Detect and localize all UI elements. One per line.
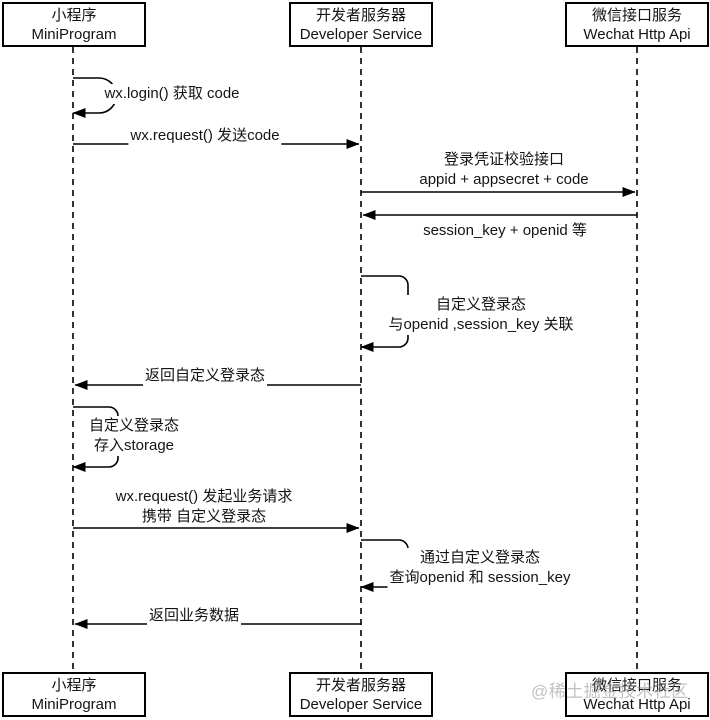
message-line: 返回自定义登录态 [144,367,266,384]
message-label-query-openid: 通过自定义登录态 查询openid 和 session_key [387,548,573,588]
participant-label-zh: 小程序 [51,676,97,694]
message-line: session_key + openid 等 [423,222,587,239]
message-label-send-code: wx.request() 发送code [128,126,282,146]
message-line: wx.request() 发送code [130,127,280,144]
participant-label-en: Developer Service [299,695,423,713]
participant-label-zh: 开发者服务器 [315,676,406,694]
participant-label-zh: 开发者服务器 [315,6,406,24]
message-line: 存入storage [93,437,175,454]
message-line: 自定义登录态 [435,296,526,313]
message-label-return-business-data: 返回业务数据 [146,606,242,626]
message-line: 通过自定义登录态 [419,549,540,566]
participant-top-miniprogram: 小程序 MiniProgram [2,2,146,47]
participant-label-zh: 小程序 [51,6,97,24]
participant-top-wechat-api: 微信接口服务 Wechat Http Api [565,2,709,47]
watermark: @稀土掘金技术社区 [531,682,689,701]
message-label-store-storage: 自定义登录态 存入storage [86,416,182,456]
participant-bottom-miniprogram: 小程序 MiniProgram [2,672,146,717]
participant-label-en: Wechat Http Api [583,25,691,43]
participant-bottom-developer-service: 开发者服务器 Developer Service [289,672,433,717]
message-line: wx.login() 获取 code [104,85,240,102]
message-line: 返回业务数据 [148,607,240,624]
message-label-wx-login: wx.login() 获取 code [102,84,242,104]
message-label-login-check: 登录凭证校验接口 appid + appsecret + code [417,150,591,190]
message-line: 自定义登录态 [88,417,180,434]
message-line: appid + appsecret + code [419,171,589,188]
message-line: 携带 自定义登录态 [141,508,267,525]
participant-label-zh: 微信接口服务 [591,6,682,24]
participant-label-en: Developer Service [299,25,423,43]
message-line: 登录凭证校验接口 [443,151,565,168]
message-line: wx.request() 发起业务请求 [115,488,293,505]
participant-label-en: MiniProgram [31,695,117,713]
participant-label-en: Wechat Http Api [583,695,691,713]
participant-bottom-wechat-api: 微信接口服务 Wechat Http Api [565,672,709,717]
message-line: 与openid ,session_key 关联 [388,316,574,333]
message-label-business-request: wx.request() 发起业务请求 携带 自定义登录态 [113,487,295,527]
message-label-return-login-state: 返回自定义登录态 [142,366,268,386]
message-label-session-key: session_key + openid 等 [421,221,589,241]
message-label-custom-login-state: 自定义登录态 与openid ,session_key 关联 [386,295,576,335]
participant-label-zh: 微信接口服务 [591,676,682,694]
participant-label-en: MiniProgram [31,25,117,43]
message-line: 查询openid 和 session_key [389,569,571,586]
participant-top-developer-service: 开发者服务器 Developer Service [289,2,433,47]
